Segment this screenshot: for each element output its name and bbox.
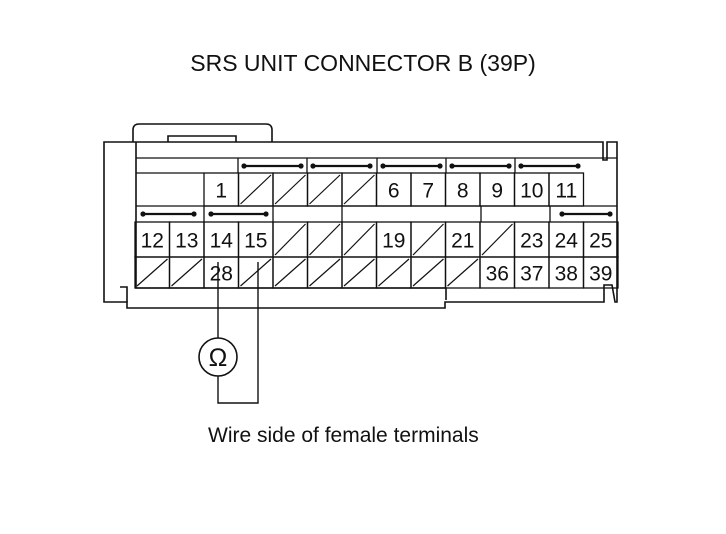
terminal-number: 36 [486, 263, 509, 286]
empty-cavity-hatch [274, 223, 306, 256]
empty-cavity-hatch [412, 258, 444, 287]
shorting-bar-end [298, 163, 304, 169]
terminal-number: 1 [215, 180, 227, 203]
terminal-number: 23 [520, 230, 543, 253]
ohm-symbol: Ω [209, 344, 228, 372]
terminal-number: 12 [141, 230, 164, 253]
empty-cavity-hatch [309, 258, 341, 287]
terminal-number: 37 [520, 263, 543, 286]
shorting-bar-end [437, 163, 443, 169]
shorting-bar-end [607, 211, 613, 217]
shorting-bar-end [559, 211, 565, 217]
shorting-bar-end [506, 163, 512, 169]
shorting-bar-end [208, 211, 214, 217]
empty-cavity-hatch [274, 258, 306, 287]
empty-cavity-hatch [343, 174, 375, 205]
terminal-number: 14 [210, 230, 234, 253]
shorting-bar-end [380, 163, 386, 169]
terminal-number: 11 [555, 180, 577, 203]
ohmmeter-probes: Ω [198, 262, 259, 404]
empty-cavity-hatch [343, 223, 375, 256]
diagram-caption: Wire side of female terminals [208, 424, 479, 447]
terminal-number: 25 [589, 230, 612, 253]
terminal-number: 13 [175, 230, 198, 253]
terminal-number: 6 [388, 180, 400, 203]
empty-cavity-hatch [378, 258, 410, 287]
empty-cavity-hatch [171, 258, 203, 287]
terminal-number: 24 [555, 230, 579, 253]
terminal-number: 10 [520, 180, 543, 203]
terminal-number: 28 [210, 263, 233, 286]
shorting-bar-end [449, 163, 455, 169]
empty-cavity-hatch [309, 223, 341, 256]
empty-cavity-hatch [240, 174, 272, 205]
terminal-cavity [582, 256, 619, 289]
empty-cavity-hatch [136, 258, 168, 287]
connector-housing [103, 123, 618, 309]
terminal-number: 15 [244, 230, 267, 253]
terminal-number: 38 [555, 263, 578, 286]
terminal-number: 9 [491, 180, 503, 203]
shorting-bar-end [310, 163, 316, 169]
terminal-number: 21 [451, 230, 474, 253]
terminal-number: 39 [589, 263, 612, 286]
terminal-number: 8 [457, 180, 469, 203]
shorting-bar-end [518, 163, 524, 169]
shorting-bar-end [140, 211, 146, 217]
terminal-number: 7 [422, 180, 434, 203]
shorting-bar-end [575, 163, 581, 169]
empty-cavity-hatch [481, 223, 513, 256]
shorting-bar-end [263, 211, 269, 217]
empty-cavity-hatch [274, 174, 306, 205]
ohmmeter-icon [198, 337, 238, 377]
empty-cavity-hatch [240, 258, 272, 287]
empty-cavity-hatch [447, 258, 479, 287]
probe-lead [217, 262, 259, 404]
shorting-bar-end [191, 211, 197, 217]
diagram-title: SRS UNIT CONNECTOR B (39P) [190, 50, 536, 76]
empty-cavity-hatch [343, 258, 375, 287]
empty-cavity-hatch [412, 223, 444, 256]
shorting-bar-end [367, 163, 373, 169]
terminal-number: 19 [382, 230, 405, 253]
empty-cavity-hatch [309, 174, 341, 205]
shorting-bar-end [241, 163, 247, 169]
